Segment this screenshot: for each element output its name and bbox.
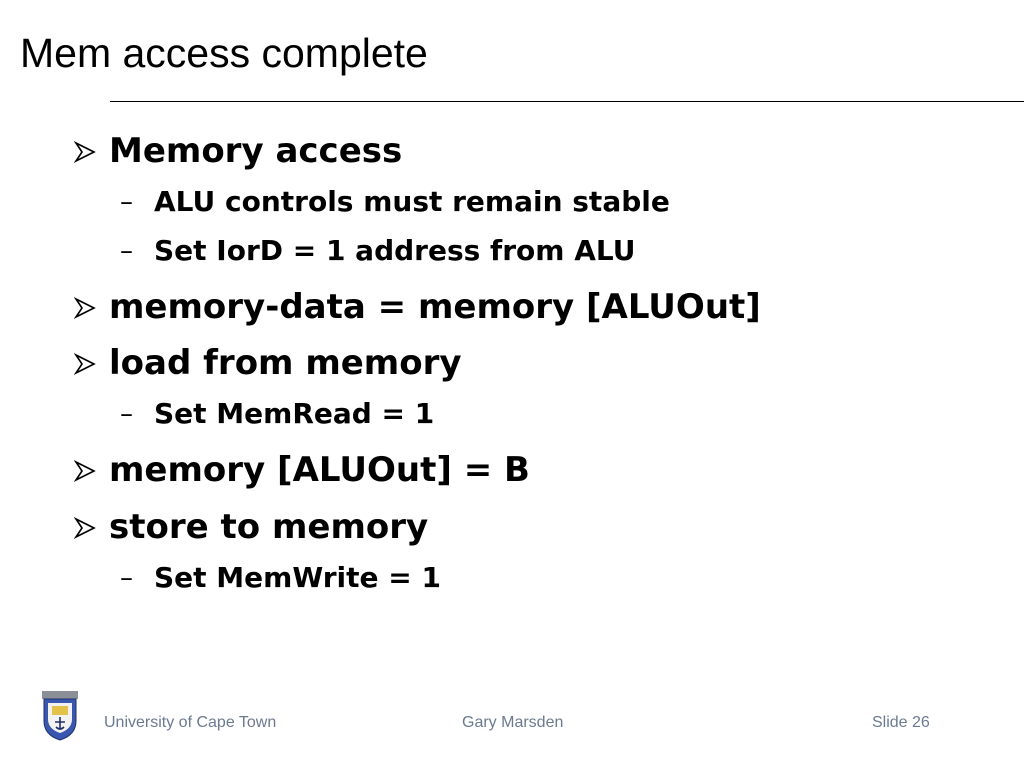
arrowhead-bullet-icon	[74, 460, 96, 482]
bullet-text: load from memory	[109, 343, 462, 383]
arrowhead-bullet-icon	[74, 297, 96, 319]
footer-author: Gary Marsden	[462, 714, 564, 731]
sub-bullet-text: Set MemWrite = 1	[154, 561, 441, 594]
footer-institution: University of Cape Town	[104, 714, 277, 731]
slide-title: Mem access complete	[20, 30, 428, 76]
bullet-text: memory [ALUOut] = B	[109, 450, 530, 490]
dash-bullet-icon: –	[120, 563, 133, 593]
bullet-text: memory-data = memory [ALUOut]	[109, 287, 761, 327]
dash-bullet-icon: –	[120, 236, 133, 266]
sub-bullet-text: Set MemRead = 1	[154, 397, 435, 430]
dash-bullet-icon: –	[120, 187, 133, 217]
title-divider	[110, 101, 1024, 102]
university-crest-icon	[42, 691, 78, 741]
dash-bullet-icon: –	[120, 399, 133, 429]
bullet-text: store to memory	[109, 507, 429, 547]
footer-slide-number: Slide 26	[872, 714, 930, 731]
bullet-text: Memory access	[109, 131, 403, 171]
arrowhead-bullet-icon	[74, 353, 96, 375]
sub-bullet-text: Set IorD = 1 address from ALU	[154, 234, 636, 267]
sub-bullet-text: ALU controls must remain stable	[154, 185, 670, 218]
arrowhead-bullet-icon	[74, 141, 96, 163]
arrowhead-bullet-icon	[74, 517, 96, 539]
